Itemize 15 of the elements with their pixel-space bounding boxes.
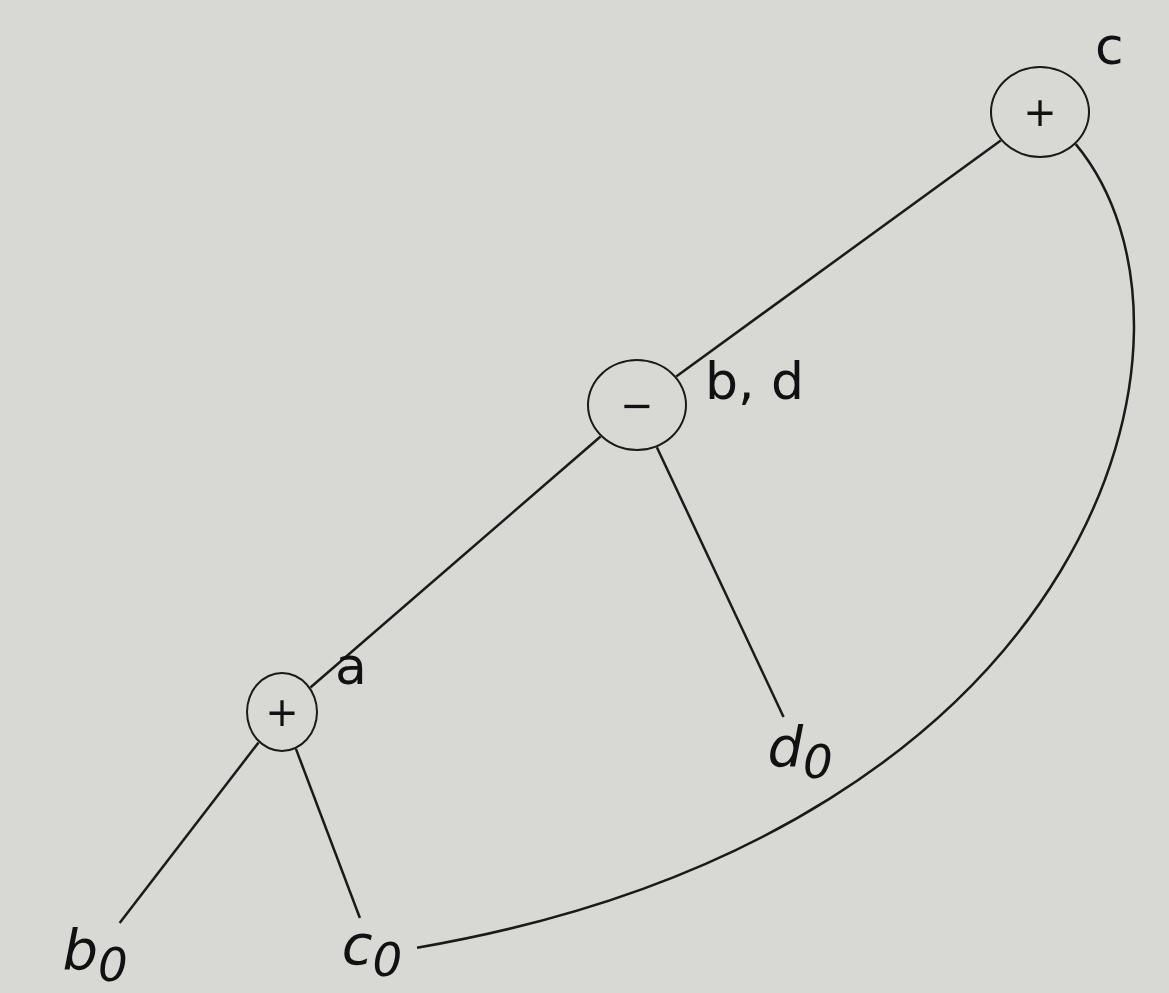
leaf-variable: b$_{0}$ — [62, 921, 128, 989]
connector-line — [294, 748, 362, 919]
operator-symbol: + — [1023, 92, 1057, 132]
node-annotation: c — [1095, 20, 1124, 72]
leaf-variable: c$_{0}$ — [341, 916, 403, 984]
connector-line — [118, 741, 260, 924]
connector-line — [416, 143, 1135, 949]
node-annotation: b, d — [705, 355, 805, 407]
connector-line — [309, 435, 602, 689]
connector-line — [655, 446, 785, 718]
operator-symbol: − — [620, 385, 654, 425]
leaf-variable: d$_{0}$ — [767, 718, 833, 786]
node-annotation: a — [335, 640, 367, 692]
connector-line — [675, 139, 1002, 378]
operator-symbol: + — [265, 692, 299, 732]
